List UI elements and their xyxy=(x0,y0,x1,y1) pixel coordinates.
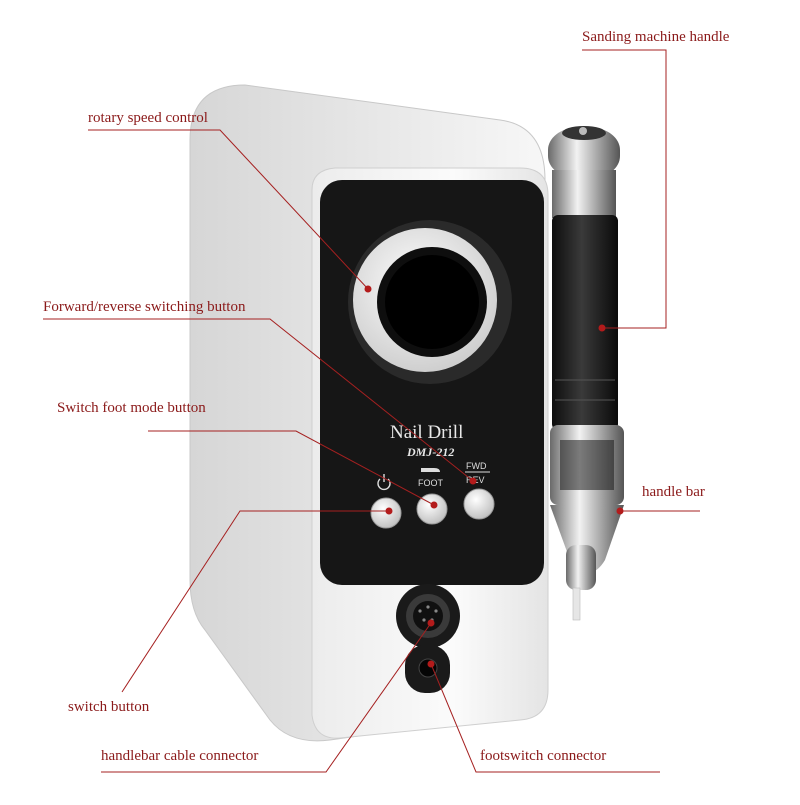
foot-icon xyxy=(421,468,440,472)
annotation-dots xyxy=(364,285,624,668)
label-forward-reverse: Forward/reverse switching button xyxy=(43,299,246,315)
device-model: DMJ-212 xyxy=(406,445,454,459)
leader-foot-mode xyxy=(148,430,435,506)
label-rotary-speed: rotary speed control xyxy=(88,110,208,126)
leader-sanding-handle xyxy=(582,49,667,329)
leader-cable-connector xyxy=(101,622,432,773)
sanding-handle[interactable] xyxy=(548,126,624,621)
foot-mode-button[interactable] xyxy=(416,493,448,525)
label-sanding-handle: Sanding machine handle xyxy=(582,29,730,45)
leader-forward-reverse xyxy=(43,318,474,482)
device-name: Nail Drill xyxy=(390,422,463,443)
handlebar-cable-connector[interactable] xyxy=(396,584,460,648)
leader-footswitch-connector xyxy=(430,663,660,773)
label-handle-bar: handle bar xyxy=(642,484,705,500)
footswitch-connector[interactable] xyxy=(405,645,450,693)
label-cable-connector: handlebar cable connector xyxy=(101,748,259,764)
label-switch-button: switch button xyxy=(68,699,150,715)
label-footswitch-connector: footswitch connector xyxy=(480,748,607,764)
leader-switch-button xyxy=(121,510,389,693)
foot-label: FOOT xyxy=(418,478,443,488)
leader-rotary-speed xyxy=(88,129,369,290)
rotary-speed-knob[interactable] xyxy=(348,220,512,384)
power-switch-button[interactable] xyxy=(370,497,402,529)
fwd-label: FWD xyxy=(466,461,487,471)
forward-reverse-button[interactable] xyxy=(463,488,495,520)
annotation-lines xyxy=(43,49,700,773)
label-foot-mode: Switch foot mode button xyxy=(57,400,206,416)
